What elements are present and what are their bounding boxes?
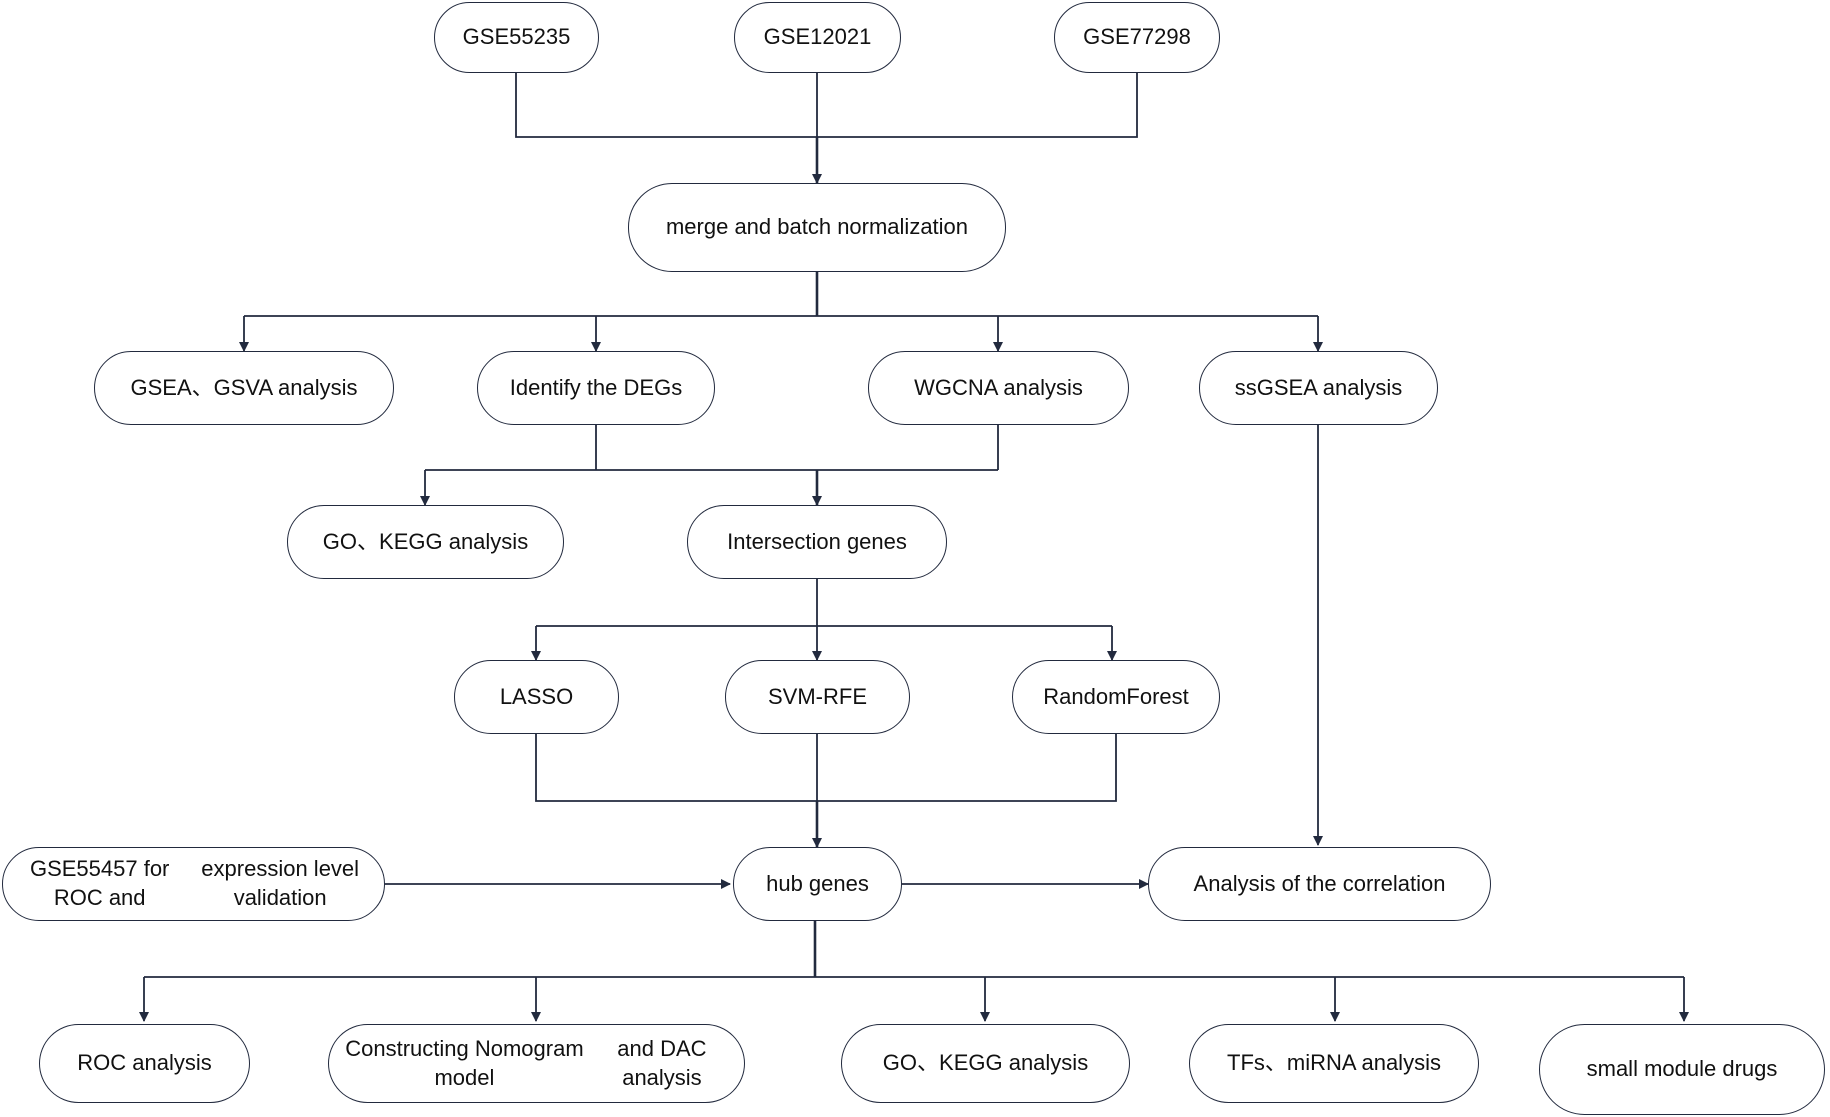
node-degs-label: Identify the DEGs (509, 374, 683, 400)
node-gse55235: GSE55235 (434, 2, 599, 73)
node-validation-label-line1: GSE55457 for ROC and (29, 856, 170, 910)
node-correlation-label: Analysis of the correlation (1193, 870, 1446, 896)
node-random-forest: RandomForest (1012, 660, 1220, 734)
node-validation: GSE55457 for ROC and expression level va… (2, 847, 385, 921)
node-merge: merge and batch normalization (628, 183, 1006, 272)
connector-methods-join (535, 734, 1117, 802)
node-nomogram-label-line2: and DAC analysis (617, 1035, 707, 1090)
node-tfs-mirna: TFs、miRNA analysis (1189, 1024, 1479, 1103)
node-lasso-label: LASSO (499, 683, 574, 709)
node-go-kegg-bottom: GO、KEGG analysis (841, 1024, 1130, 1103)
node-nomogram-label-line1: Constructing Nomogram model (345, 1035, 584, 1090)
node-intersection: Intersection genes (687, 505, 947, 579)
node-correlation: Analysis of the correlation (1148, 847, 1491, 921)
node-gse12021: GSE12021 (734, 2, 901, 73)
node-validation-label-line2: expression level validation (201, 856, 360, 910)
node-go-kegg-top-label: GO、KEGG analysis (322, 528, 529, 554)
node-intersection-label: Intersection genes (727, 528, 907, 554)
node-nomogram: Constructing Nomogram model and DAC anal… (328, 1024, 745, 1103)
node-small-drugs-label: small module drugs (1586, 1056, 1778, 1082)
node-degs: Identify the DEGs (477, 351, 715, 425)
node-tfs-mirna-label: TFs、miRNA analysis (1227, 1050, 1441, 1076)
node-svm-rfe-label: SVM-RFE (768, 683, 867, 709)
node-svm-rfe: SVM-RFE (725, 660, 910, 734)
node-wgcna-label: WGCNA analysis (914, 374, 1083, 400)
node-hub-genes-label: hub genes (766, 870, 869, 896)
node-gse55235-label: GSE55235 (462, 24, 571, 50)
node-random-forest-label: RandomForest (1043, 683, 1189, 709)
node-gsea-gsva-label: GSEA、GSVA analysis (130, 374, 358, 400)
node-small-drugs: small module drugs (1539, 1024, 1825, 1115)
node-go-kegg-bottom-label: GO、KEGG analysis (882, 1050, 1089, 1076)
node-roc-label: ROC analysis (77, 1050, 212, 1076)
node-merge-label: merge and batch normalization (665, 214, 969, 240)
node-go-kegg-top: GO、KEGG analysis (287, 505, 564, 579)
node-gse77298-label: GSE77298 (1083, 24, 1191, 50)
node-gse77298: GSE77298 (1054, 2, 1220, 73)
node-ssgsea-label: ssGSEA analysis (1234, 374, 1403, 400)
node-wgcna: WGCNA analysis (868, 351, 1129, 425)
node-ssgsea: ssGSEA analysis (1199, 351, 1438, 425)
node-gse12021-label: GSE12021 (763, 24, 872, 50)
node-hub-genes: hub genes (733, 847, 902, 921)
node-lasso: LASSO (454, 660, 619, 734)
node-gsea-gsva: GSEA、GSVA analysis (94, 351, 394, 425)
connector-datasets-join (515, 73, 1138, 138)
node-roc: ROC analysis (39, 1024, 250, 1103)
